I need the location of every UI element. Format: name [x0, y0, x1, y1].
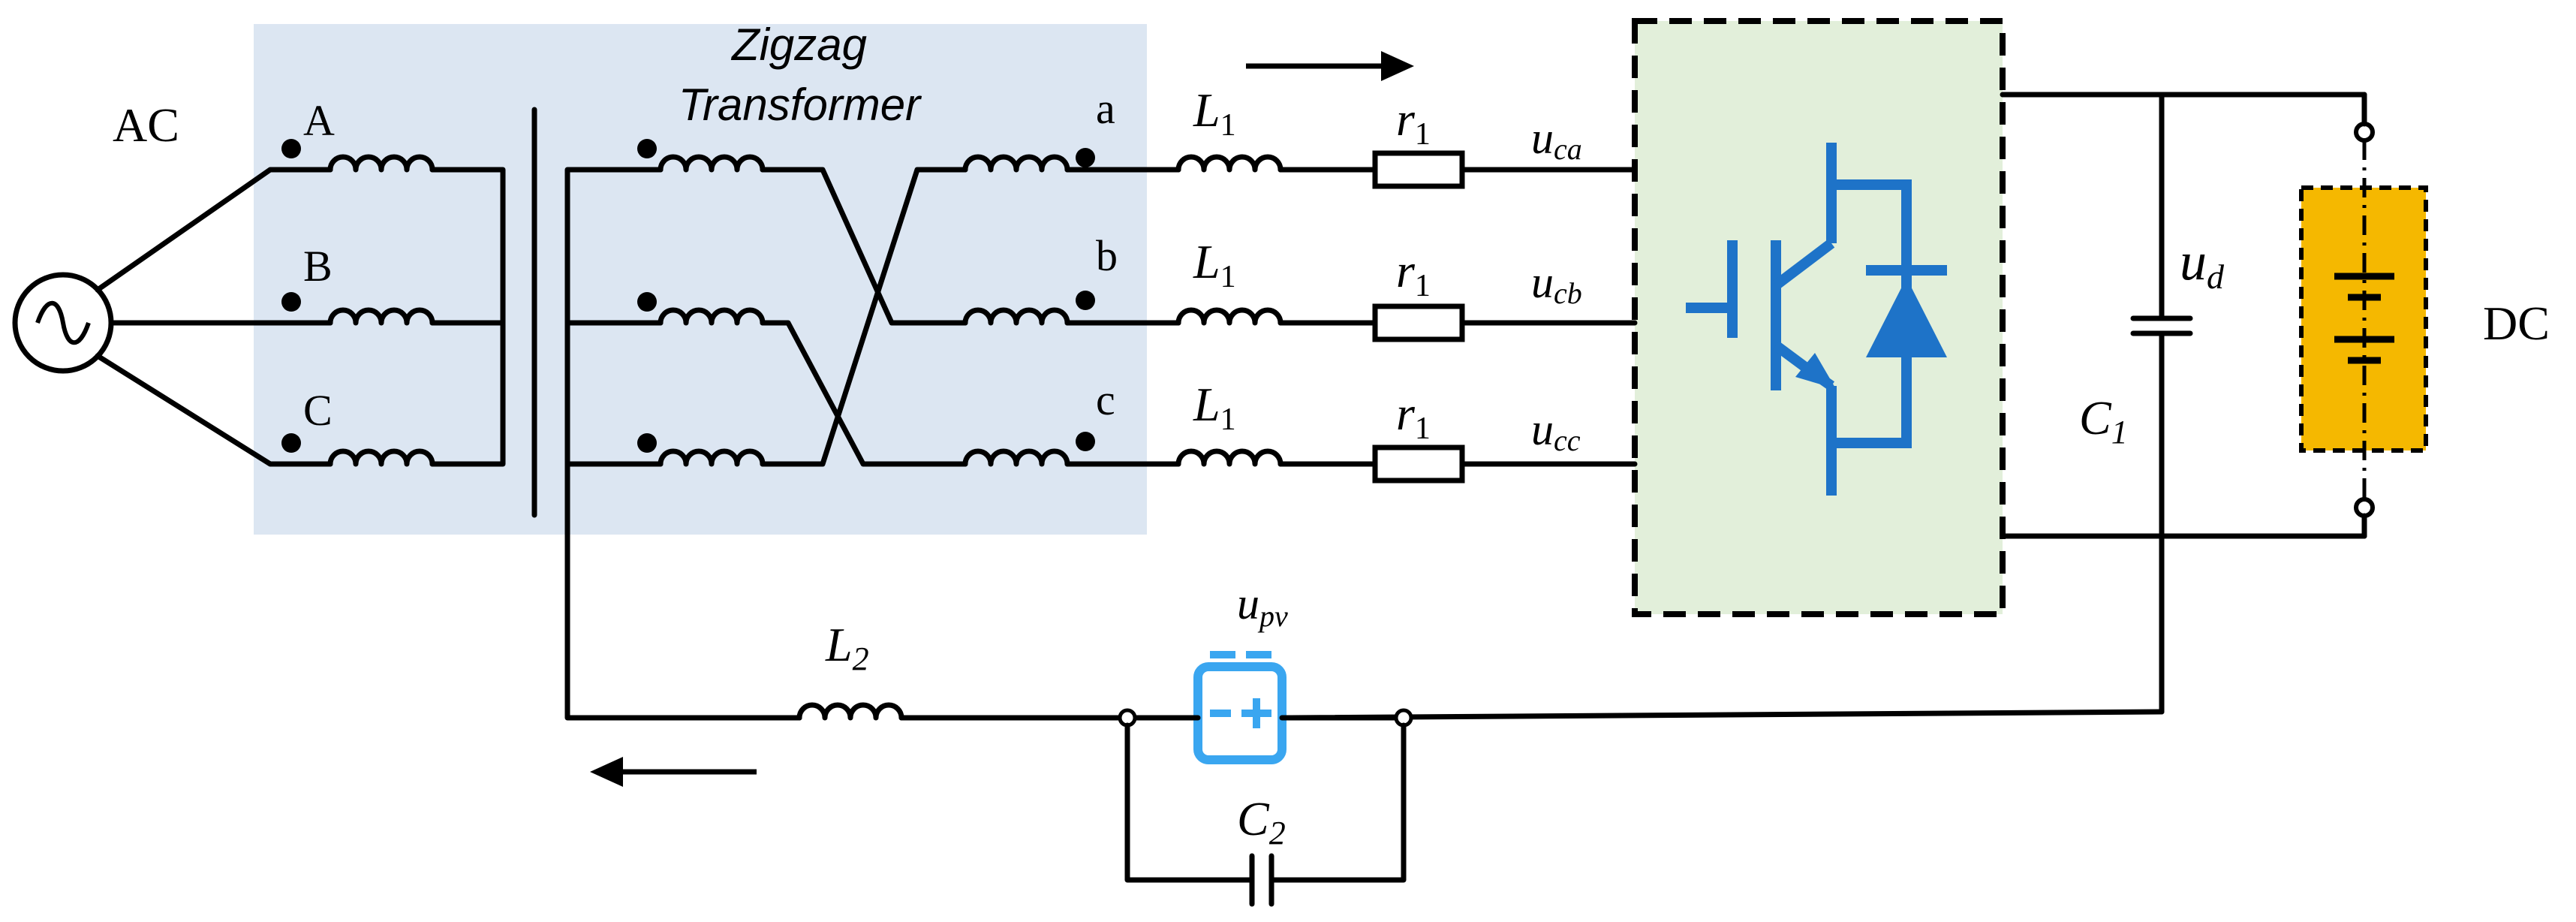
secondary-coil-right-b	[962, 307, 1070, 326]
transformer-title-2: Transformer	[679, 80, 922, 130]
polarity-dot-c	[281, 433, 301, 453]
inductor-l1-a	[1175, 154, 1283, 173]
primary-coil-a	[327, 154, 435, 173]
resistor-r1-label-b: r1	[1396, 244, 1431, 303]
primary-label-a: A	[303, 96, 335, 145]
inductor-l1-label-b: L1	[1193, 235, 1236, 294]
inductor-l1-b	[1175, 307, 1283, 326]
c2-loop-left	[1124, 722, 1255, 883]
diode-triangle	[1866, 278, 1947, 357]
primary-coil-c	[327, 448, 435, 467]
primary-label-c: C	[303, 386, 333, 435]
secondary-label-a: a	[1096, 84, 1115, 133]
polarity-dot-sec-left-b	[637, 292, 657, 312]
arrow-left-icon	[590, 757, 757, 787]
inductor-l2	[796, 702, 904, 721]
voltage-ucc-label: ucc	[1531, 405, 1581, 457]
voltage-ucb-label: ucb	[1531, 258, 1582, 310]
zigzag-2	[760, 320, 968, 467]
secondary-coil-left-b	[658, 307, 766, 326]
resistor-r1-c	[1372, 444, 1465, 484]
primary-label-b: B	[303, 242, 333, 291]
polarity-dot-a	[281, 139, 301, 158]
polarity-dot-sec-right-c	[1076, 432, 1095, 451]
resistor-r1-label-a: r1	[1396, 92, 1431, 152]
wire-pv-c1	[1288, 709, 2165, 721]
secondary-left-bus	[564, 167, 802, 721]
c2-loop-right	[1268, 722, 1407, 883]
arrow-right-icon	[1246, 51, 1414, 81]
polarity-dot-sec-right-a	[1076, 148, 1095, 167]
secondary-coil-left-c	[658, 448, 766, 467]
converter-box	[1632, 18, 2006, 617]
igbt-emitter-arrow	[1795, 353, 1836, 389]
inductor-l1-label-c: L1	[1193, 378, 1236, 437]
secondary-coil-right-a	[962, 154, 1070, 173]
c1-label: C1	[2079, 391, 2128, 450]
voltage-upv-label: upv	[1237, 579, 1288, 633]
secondary-coil-right-c	[962, 448, 1070, 467]
resistor-r1-b	[1372, 303, 1465, 342]
zigzag-3	[760, 167, 968, 467]
inductor-l1-c	[1175, 448, 1283, 467]
voltage-uca-label: uca	[1531, 113, 1582, 166]
c2-label: C2	[1237, 792, 1286, 851]
pv-battery-icon	[1193, 651, 1286, 764]
polarity-dot-sec-left-c	[637, 433, 657, 453]
secondary-label-c: c	[1096, 375, 1115, 424]
primary-coil-b	[327, 307, 435, 326]
voltage-ud-label: ud	[2180, 231, 2225, 296]
battery-stack-icon	[2334, 140, 2394, 499]
inductor-l1-label-a: L1	[1193, 83, 1236, 143]
wire-source-c	[95, 353, 333, 467]
wire-source-a	[95, 167, 333, 293]
inductor-l2-label: L2	[825, 618, 869, 677]
secondary-coil-left-a	[658, 154, 766, 173]
polarity-dot-sec-left-a	[637, 139, 657, 158]
secondary-label-b: b	[1096, 231, 1118, 280]
resistor-r1-label-c: r1	[1396, 387, 1431, 446]
zigzag-1	[760, 167, 968, 326]
ac-label: AC	[113, 98, 179, 152]
polarity-dot-b	[281, 292, 301, 312]
transformer-title-1: Zigzag	[730, 20, 867, 70]
primary-neutral	[429, 167, 506, 467]
resistor-r1-a	[1372, 150, 1465, 189]
polarity-dot-sec-right-b	[1076, 291, 1095, 310]
dc-label: DC	[2483, 297, 2550, 350]
